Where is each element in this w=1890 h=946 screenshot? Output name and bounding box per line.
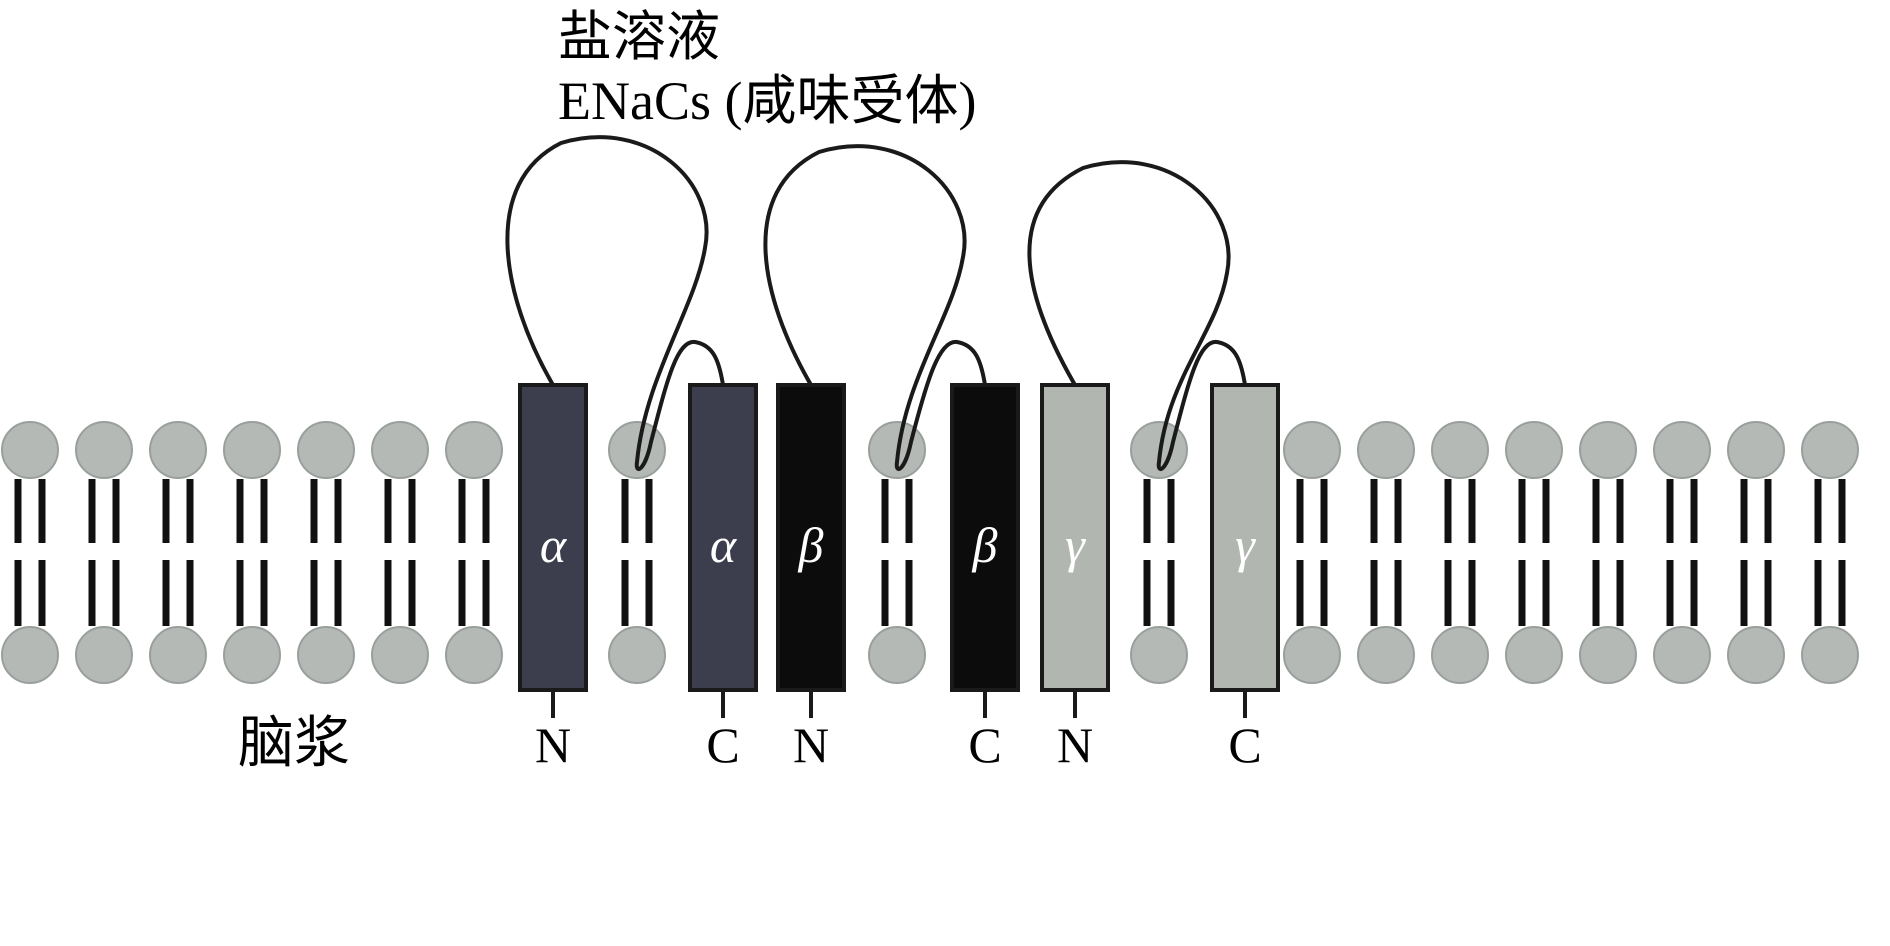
subunit-alpha-1: αN (518, 383, 588, 773)
lipid-head (868, 626, 926, 684)
lipid-head (1, 421, 59, 479)
subunit-gamma-1: γN (1040, 383, 1110, 773)
subunit-beta-2-label: β (972, 517, 998, 573)
terminal-c-label: C (1228, 717, 1261, 773)
lipid-head (1653, 626, 1711, 684)
lipid-head (1431, 421, 1489, 479)
subunit-alpha-1-label: α (540, 517, 568, 573)
lipid-head (1727, 421, 1785, 479)
lipid-head (445, 626, 503, 684)
subunit-gamma-1-label: γ (1065, 517, 1086, 573)
lipid-head (149, 421, 207, 479)
subunit-beta-1-label: β (798, 517, 824, 573)
subunit-gamma-2: γC (1210, 383, 1280, 773)
lipid-head (1283, 626, 1341, 684)
lipid-head (1801, 421, 1859, 479)
lipid-head (371, 626, 429, 684)
lipid-head (1579, 626, 1637, 684)
enac-receptor-title: ENaCs (咸味受体) (558, 71, 977, 131)
lipid-head (223, 626, 281, 684)
lipid-head (1801, 626, 1859, 684)
lipid-bilayer (1, 421, 1859, 684)
lipid-head (297, 626, 355, 684)
lipid-head (1431, 626, 1489, 684)
lipid-head (1505, 421, 1563, 479)
lipid-head (1, 626, 59, 684)
subunit-beta-1: βN (776, 383, 846, 773)
lipid-head (1357, 421, 1415, 479)
lipid-head (297, 421, 355, 479)
terminal-c-label: C (968, 717, 1001, 773)
lipid-head (149, 626, 207, 684)
subunit-alpha-2-label: α (710, 517, 738, 573)
cytoplasm-label: 脑浆 (238, 713, 350, 775)
terminal-n-label: N (793, 717, 829, 773)
terminal-n-label: N (1057, 717, 1093, 773)
lipid-head (1130, 626, 1188, 684)
subunit-beta-2: βC (950, 383, 1020, 773)
lipid-head (75, 421, 133, 479)
terminal-c-label: C (706, 717, 739, 773)
lipid-head (608, 626, 666, 684)
extracellular-loop (1027, 160, 1247, 472)
extracellular-loop (505, 135, 725, 472)
salt-solution-label: 盐溶液 (558, 7, 720, 67)
subunit-gamma-1-box (1040, 383, 1110, 692)
subunit-beta-2-box (950, 383, 1020, 692)
lipid-head (371, 421, 429, 479)
extracellular-loop (763, 144, 987, 472)
lipid-head (1727, 626, 1785, 684)
lipid-head (1357, 626, 1415, 684)
terminal-n-label: N (535, 717, 571, 773)
lipid-head (445, 421, 503, 479)
lipid-head (1283, 421, 1341, 479)
lipid-head (1653, 421, 1711, 479)
subunit-gamma-2-label: γ (1235, 517, 1256, 573)
lipid-head (75, 626, 133, 684)
subunit-alpha-1-box (518, 383, 588, 692)
lipid-head (223, 421, 281, 479)
lipid-head (1505, 626, 1563, 684)
subunit-alpha-2: αC (688, 383, 758, 773)
lipid-head (1579, 421, 1637, 479)
